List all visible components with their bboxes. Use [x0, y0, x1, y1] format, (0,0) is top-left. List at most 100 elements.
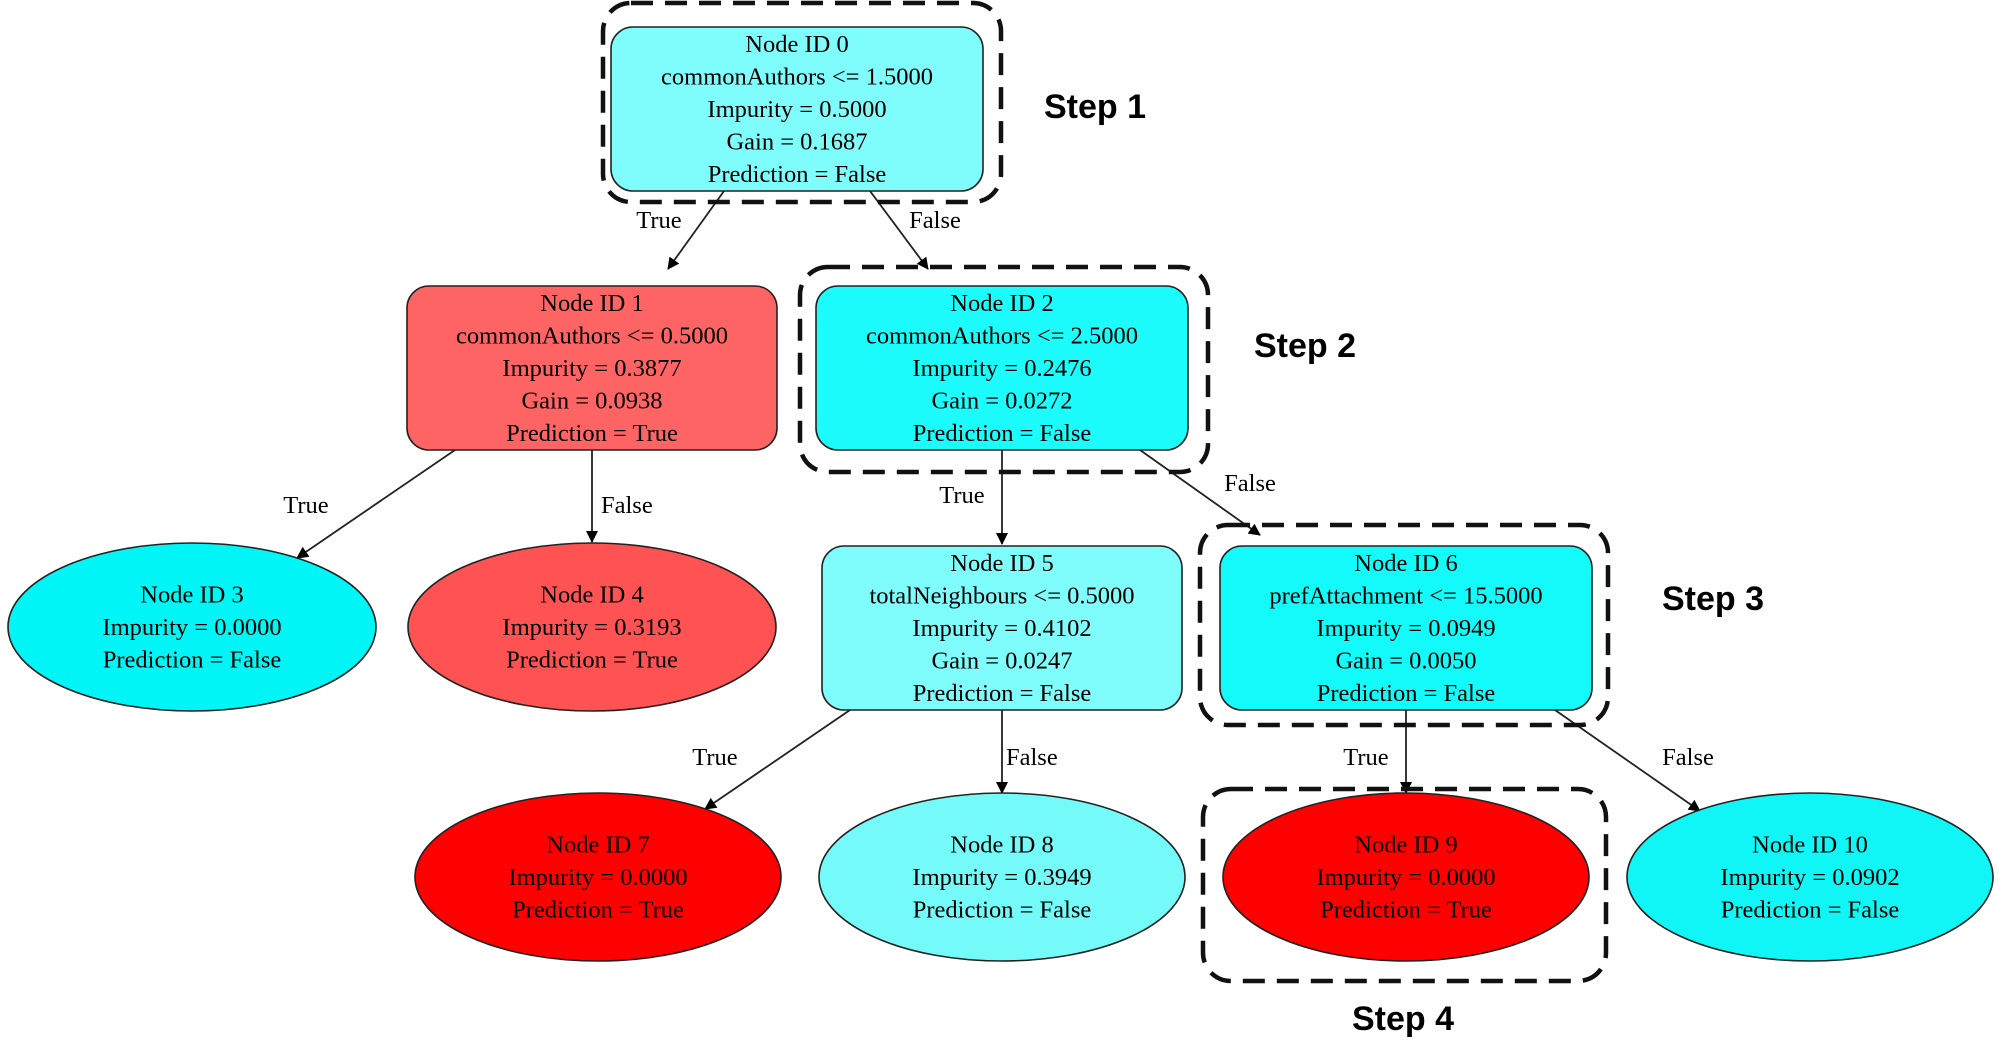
node-text-line: Node ID 10	[1752, 832, 1868, 859]
node-text-line: Node ID 9	[1354, 832, 1457, 859]
leaf-node-ellipse	[414, 792, 782, 962]
node-text-line: totalNeighbours <= 0.5000	[869, 583, 1134, 610]
leaf-node-ellipse	[407, 542, 777, 712]
dashed-highlight-box	[600, 0, 1004, 205]
edge-label: True	[939, 482, 985, 509]
edge-1-to-4: False	[586, 450, 653, 543]
edge-5-to-7: True	[692, 709, 851, 810]
node-text-line: Gain = 0.0272	[931, 388, 1072, 415]
node-text-line: Prediction = False	[913, 897, 1092, 924]
node-text-line: Prediction = True	[512, 897, 684, 924]
step-label: Step 3	[1662, 580, 1764, 618]
step-label: Step 4	[1352, 1000, 1454, 1038]
edge-arrow	[1139, 449, 1261, 536]
node-text-line: Node ID 5	[950, 550, 1053, 577]
edge-label: True	[1343, 744, 1389, 771]
node-text-line: Gain = 0.0938	[521, 388, 662, 415]
edge-label: False	[1662, 744, 1714, 771]
node-text-line: Impurity = 0.3877	[502, 355, 681, 382]
split-node-box	[821, 545, 1183, 711]
node-text-line: Prediction = True	[1320, 897, 1492, 924]
node-text-line: Impurity = 0.4102	[912, 615, 1091, 642]
edge-2-to-5: True	[939, 450, 1008, 545]
tree-node-5: Node ID 5 totalNeighbours <= 0.5000Impuri…	[821, 545, 1183, 711]
edge-label: False	[909, 207, 961, 234]
step-label: Step 1	[1044, 88, 1146, 126]
node-text-line: Impurity = 0.0000	[1316, 864, 1495, 891]
edge-label: True	[283, 492, 329, 519]
node-text-line: Impurity = 0.3949	[912, 864, 1091, 891]
node-text-line: Prediction = False	[913, 420, 1092, 447]
node-text-line: Node ID 6	[1354, 550, 1457, 577]
tree-node-1: Node ID 1 commonAuthors <= 0.5000Impurity…	[406, 285, 778, 451]
node-text-line: Node ID 7	[546, 832, 649, 859]
node-text-line: Gain = 0.1687	[726, 129, 867, 156]
node-text-line: Node ID 2	[950, 290, 1053, 317]
node-text-line: Gain = 0.0050	[1335, 648, 1476, 675]
step-highlight-4: Step 4	[1200, 786, 1609, 1038]
edge-label: False	[1006, 744, 1058, 771]
split-node-box	[815, 285, 1189, 451]
tree-node-0: Node ID 0 commonAuthors <= 1.5000Impurity…	[610, 26, 984, 192]
node-text-line: Node ID 8	[950, 832, 1053, 859]
node-text-line: Prediction = True	[506, 647, 678, 674]
node-text-line: commonAuthors <= 0.5000	[456, 323, 728, 350]
node-text-line: Prediction = False	[103, 647, 282, 674]
node-text-line: Node ID 4	[540, 582, 643, 609]
edge-label: False	[1224, 470, 1276, 497]
nodes-layer: Node ID 0 commonAuthors <= 1.5000Impurity…	[7, 26, 1994, 962]
node-text-line: Prediction = True	[506, 420, 678, 447]
node-text-line: Prediction = False	[913, 680, 1092, 707]
dashed-highlight-box	[1197, 522, 1611, 728]
edge-2-to-6: False	[1139, 449, 1276, 536]
leaf-node-ellipse	[7, 542, 377, 712]
step-highlight-2: Step 2	[797, 264, 1356, 475]
split-node-box	[1219, 545, 1593, 711]
edge-6-to-9: True	[1343, 710, 1412, 794]
node-text-line: Node ID 3	[140, 582, 243, 609]
node-text-line: Prediction = False	[1721, 897, 1900, 924]
steps-layer: Step 1 Step 2 Step 3 Step 4	[600, 0, 1764, 1038]
node-text-line: Impurity = 0.0902	[1720, 864, 1899, 891]
node-text-line: Prediction = False	[708, 161, 887, 188]
step-label: Step 2	[1254, 327, 1356, 365]
node-text-line: Node ID 1	[540, 290, 643, 317]
leaf-node-ellipse	[1626, 792, 1994, 962]
leaf-node-ellipse	[818, 792, 1186, 962]
edge-0-to-1: True	[636, 190, 725, 270]
split-node-box	[406, 285, 778, 451]
node-text-line: Impurity = 0.0949	[1316, 615, 1495, 642]
step-highlight-3: Step 3	[1197, 522, 1764, 728]
tree-node-2: Node ID 2 commonAuthors <= 2.5000Impurity…	[815, 285, 1189, 451]
edge-1-to-3: True	[283, 449, 456, 559]
edge-arrow	[704, 709, 851, 810]
edge-label: True	[636, 207, 682, 234]
leaf-node-ellipse	[1222, 792, 1590, 962]
node-text-line: Impurity = 0.0000	[508, 864, 687, 891]
edge-label: True	[692, 744, 738, 771]
node-text-line: Impurity = 0.2476	[912, 355, 1091, 382]
node-text-line: commonAuthors <= 1.5000	[661, 64, 933, 91]
node-text-line: Impurity = 0.0000	[102, 614, 281, 641]
node-text-line: Impurity = 0.5000	[707, 96, 886, 123]
edge-5-to-8: False	[996, 710, 1058, 794]
edge-label: False	[601, 492, 653, 519]
node-text-line: Gain = 0.0247	[931, 648, 1072, 675]
node-text-line: Node ID 0	[745, 31, 848, 58]
edge-arrow	[296, 449, 456, 559]
node-text-line: commonAuthors <= 2.5000	[866, 323, 1138, 350]
dashed-highlight-box	[1200, 786, 1609, 984]
edge-6-to-10: False	[1554, 709, 1714, 812]
step-highlight-1: Step 1	[600, 0, 1146, 205]
dashed-highlight-box	[797, 264, 1211, 475]
node-text-line: Impurity = 0.3193	[502, 614, 681, 641]
